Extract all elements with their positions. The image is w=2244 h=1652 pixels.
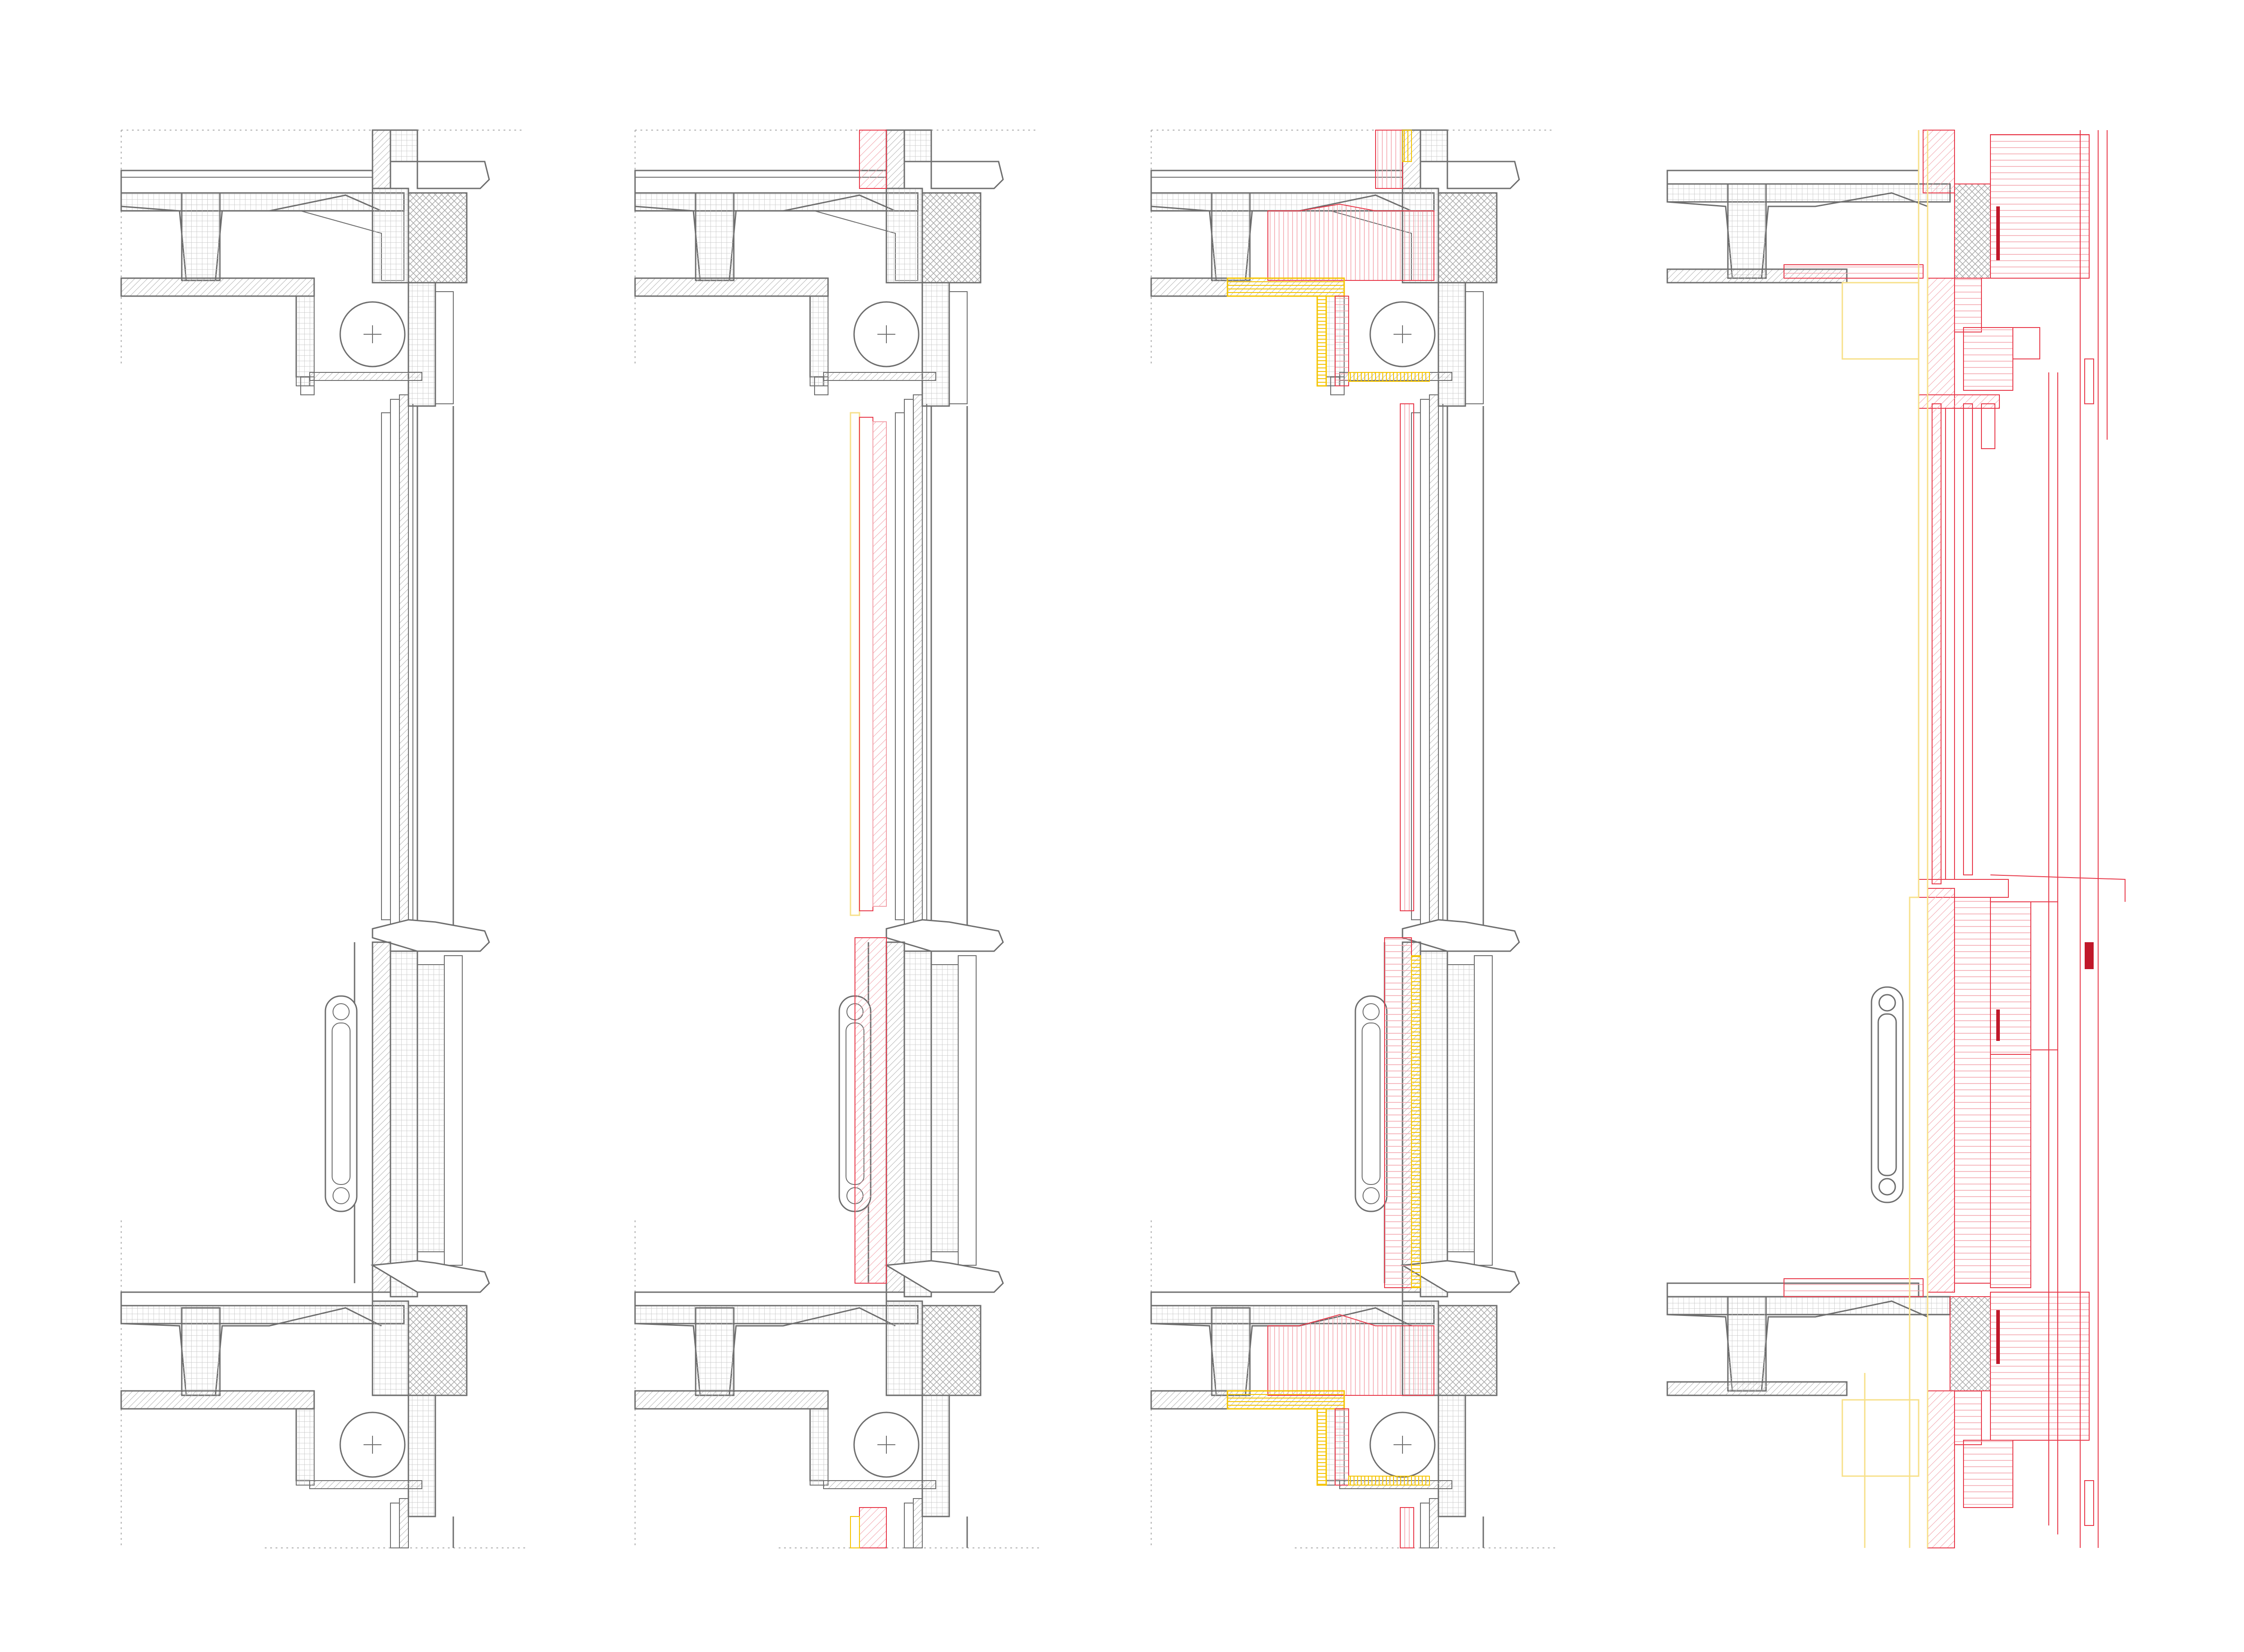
panel-1-existing — [120, 129, 526, 1549]
panel-2-step-1 — [634, 129, 1040, 1549]
panel-4-final — [1666, 130, 2126, 1548]
panel-3-step-2 — [1150, 129, 1556, 1549]
